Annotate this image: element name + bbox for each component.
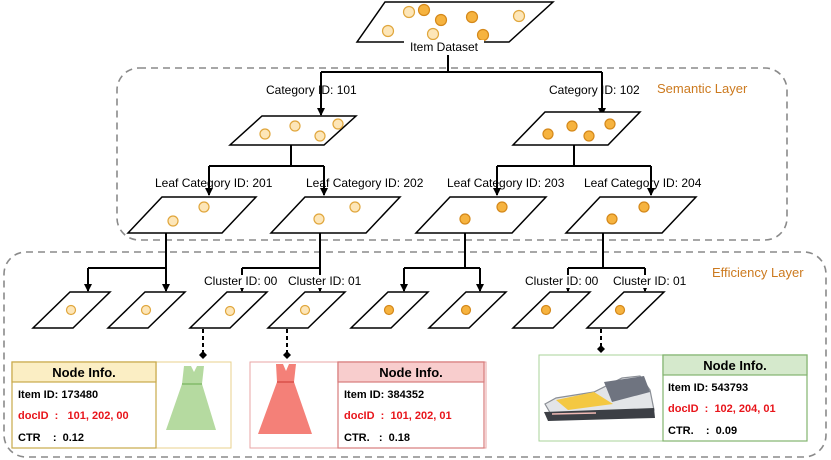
item-dot (299, 304, 311, 316)
leaf-parallelogram (126, 196, 258, 234)
item-dot (496, 201, 508, 213)
cluster-parallelogram (585, 291, 666, 329)
item-dot (224, 305, 236, 317)
category-101-label: Category ID: 101 (266, 83, 357, 97)
item-dot (465, 10, 479, 24)
card-doc-id: docID : 101, 202, 01 (344, 410, 452, 422)
item-dot (434, 13, 448, 27)
cluster-label: Cluster ID: 00 (525, 274, 599, 288)
category-102-label: Category ID: 102 (549, 83, 640, 97)
cluster-node (427, 291, 508, 329)
node-info-card-1: Node Info. Item ID: 173480 docID : 101, … (11, 361, 232, 449)
card-header (337, 361, 485, 383)
card-doc-id: docID : 101, 202, 00 (18, 410, 129, 422)
edge-leaf-202-clusters (242, 233, 321, 269)
card-doc-id: docID : 102, 204, 01 (668, 403, 776, 415)
item-dot (383, 304, 395, 316)
item-dot (65, 304, 77, 316)
item-dot (402, 5, 416, 19)
card-header (11, 361, 157, 383)
item-dataset-node: Item Dataset (355, 1, 555, 54)
category-101-node (228, 115, 358, 146)
leaf-category-201-label: Leaf Category ID: 201 (155, 176, 273, 190)
card-title: Node Info. (703, 358, 767, 373)
efficiency-layer-label: Efficiency Layer (712, 265, 804, 280)
item-dot (426, 27, 440, 41)
category-102-node (511, 111, 642, 146)
card-ctr: CTR. : 0.09 (668, 425, 737, 437)
cluster-parallelogram (511, 291, 592, 329)
item-dot (140, 304, 152, 316)
edge-leaf-201-clusters (88, 233, 167, 269)
card-title: Node Info. (379, 365, 443, 380)
item-dot (314, 130, 326, 142)
card-ctr: CTR : 0.12 (18, 432, 84, 444)
cluster-label: Cluster ID: 01 (613, 274, 687, 288)
leaf-parallelogram (414, 196, 548, 234)
sneaker-image (544, 375, 655, 421)
item-dot (289, 120, 301, 132)
leaf-category-202-label: Leaf Category ID: 202 (306, 176, 424, 190)
leaf-category-203-node (414, 196, 548, 234)
item-dot (313, 213, 325, 225)
card-item-id: Item ID: 543793 (668, 382, 748, 394)
item-dot (604, 118, 616, 130)
item-dot (476, 28, 490, 42)
item-dot (259, 128, 271, 140)
item-dot (332, 118, 344, 130)
item-dot (167, 215, 179, 227)
item-dot (540, 304, 552, 316)
card-title: Node Info. (52, 365, 116, 380)
item-dot (614, 304, 626, 316)
node-info-card-2: Node Info. Item ID: 384352 docID : 101, … (249, 361, 487, 449)
card-item-id: Item ID: 384352 (344, 389, 424, 401)
edge-leaf-203-clusters (404, 233, 480, 269)
edge-category-101-leaves (209, 145, 324, 167)
item-dot (512, 9, 526, 23)
item-dot (583, 130, 595, 142)
item-dot (566, 120, 578, 132)
cluster-node (106, 291, 187, 329)
edge-root-categories (321, 55, 602, 73)
card-ctr: CTR. : 0.18 (344, 432, 410, 444)
leaf-category-201-node (126, 196, 258, 234)
item-dataset-label: Item Dataset (410, 40, 479, 54)
cluster-node (349, 291, 430, 329)
cluster-node (511, 291, 592, 329)
leaf-category-202-node (269, 196, 402, 234)
edge-leaf-204-clusters (568, 233, 645, 269)
item-dot (460, 304, 472, 316)
item-dot (198, 201, 210, 213)
semantic-layer-box (116, 67, 788, 241)
cluster-label: Cluster ID: 00 (204, 274, 278, 288)
red-dress-image (258, 364, 312, 434)
leaf-category-204-label: Leaf Category ID: 204 (584, 176, 702, 190)
item-dot (638, 201, 650, 213)
item-dot (459, 213, 471, 225)
cluster-node (266, 291, 347, 329)
cluster-node (585, 291, 666, 329)
efficiency-layer-box (3, 251, 827, 458)
card-header (662, 354, 808, 376)
green-dress-image (166, 366, 216, 430)
leaf-parallelogram (269, 196, 402, 234)
cluster-node (31, 291, 112, 329)
cluster-label: Cluster ID: 01 (288, 274, 362, 288)
card-item-id: Item ID: 173480 (18, 389, 98, 401)
edge-category-102-leaves (497, 145, 651, 167)
leaf-category-204-node (564, 196, 698, 234)
item-dot (381, 24, 395, 38)
item-dot (606, 213, 618, 225)
leaf-parallelogram (564, 196, 698, 234)
item-dot (542, 128, 554, 140)
node-info-card-3: Node Info. Item ID: 543793 docID : 102, … (538, 354, 808, 442)
leaf-category-203-label: Leaf Category ID: 203 (447, 176, 565, 190)
item-dot (417, 3, 431, 17)
item-dot (349, 201, 361, 213)
semantic-layer-label: Semantic Layer (657, 81, 748, 96)
cluster-node (188, 291, 269, 329)
